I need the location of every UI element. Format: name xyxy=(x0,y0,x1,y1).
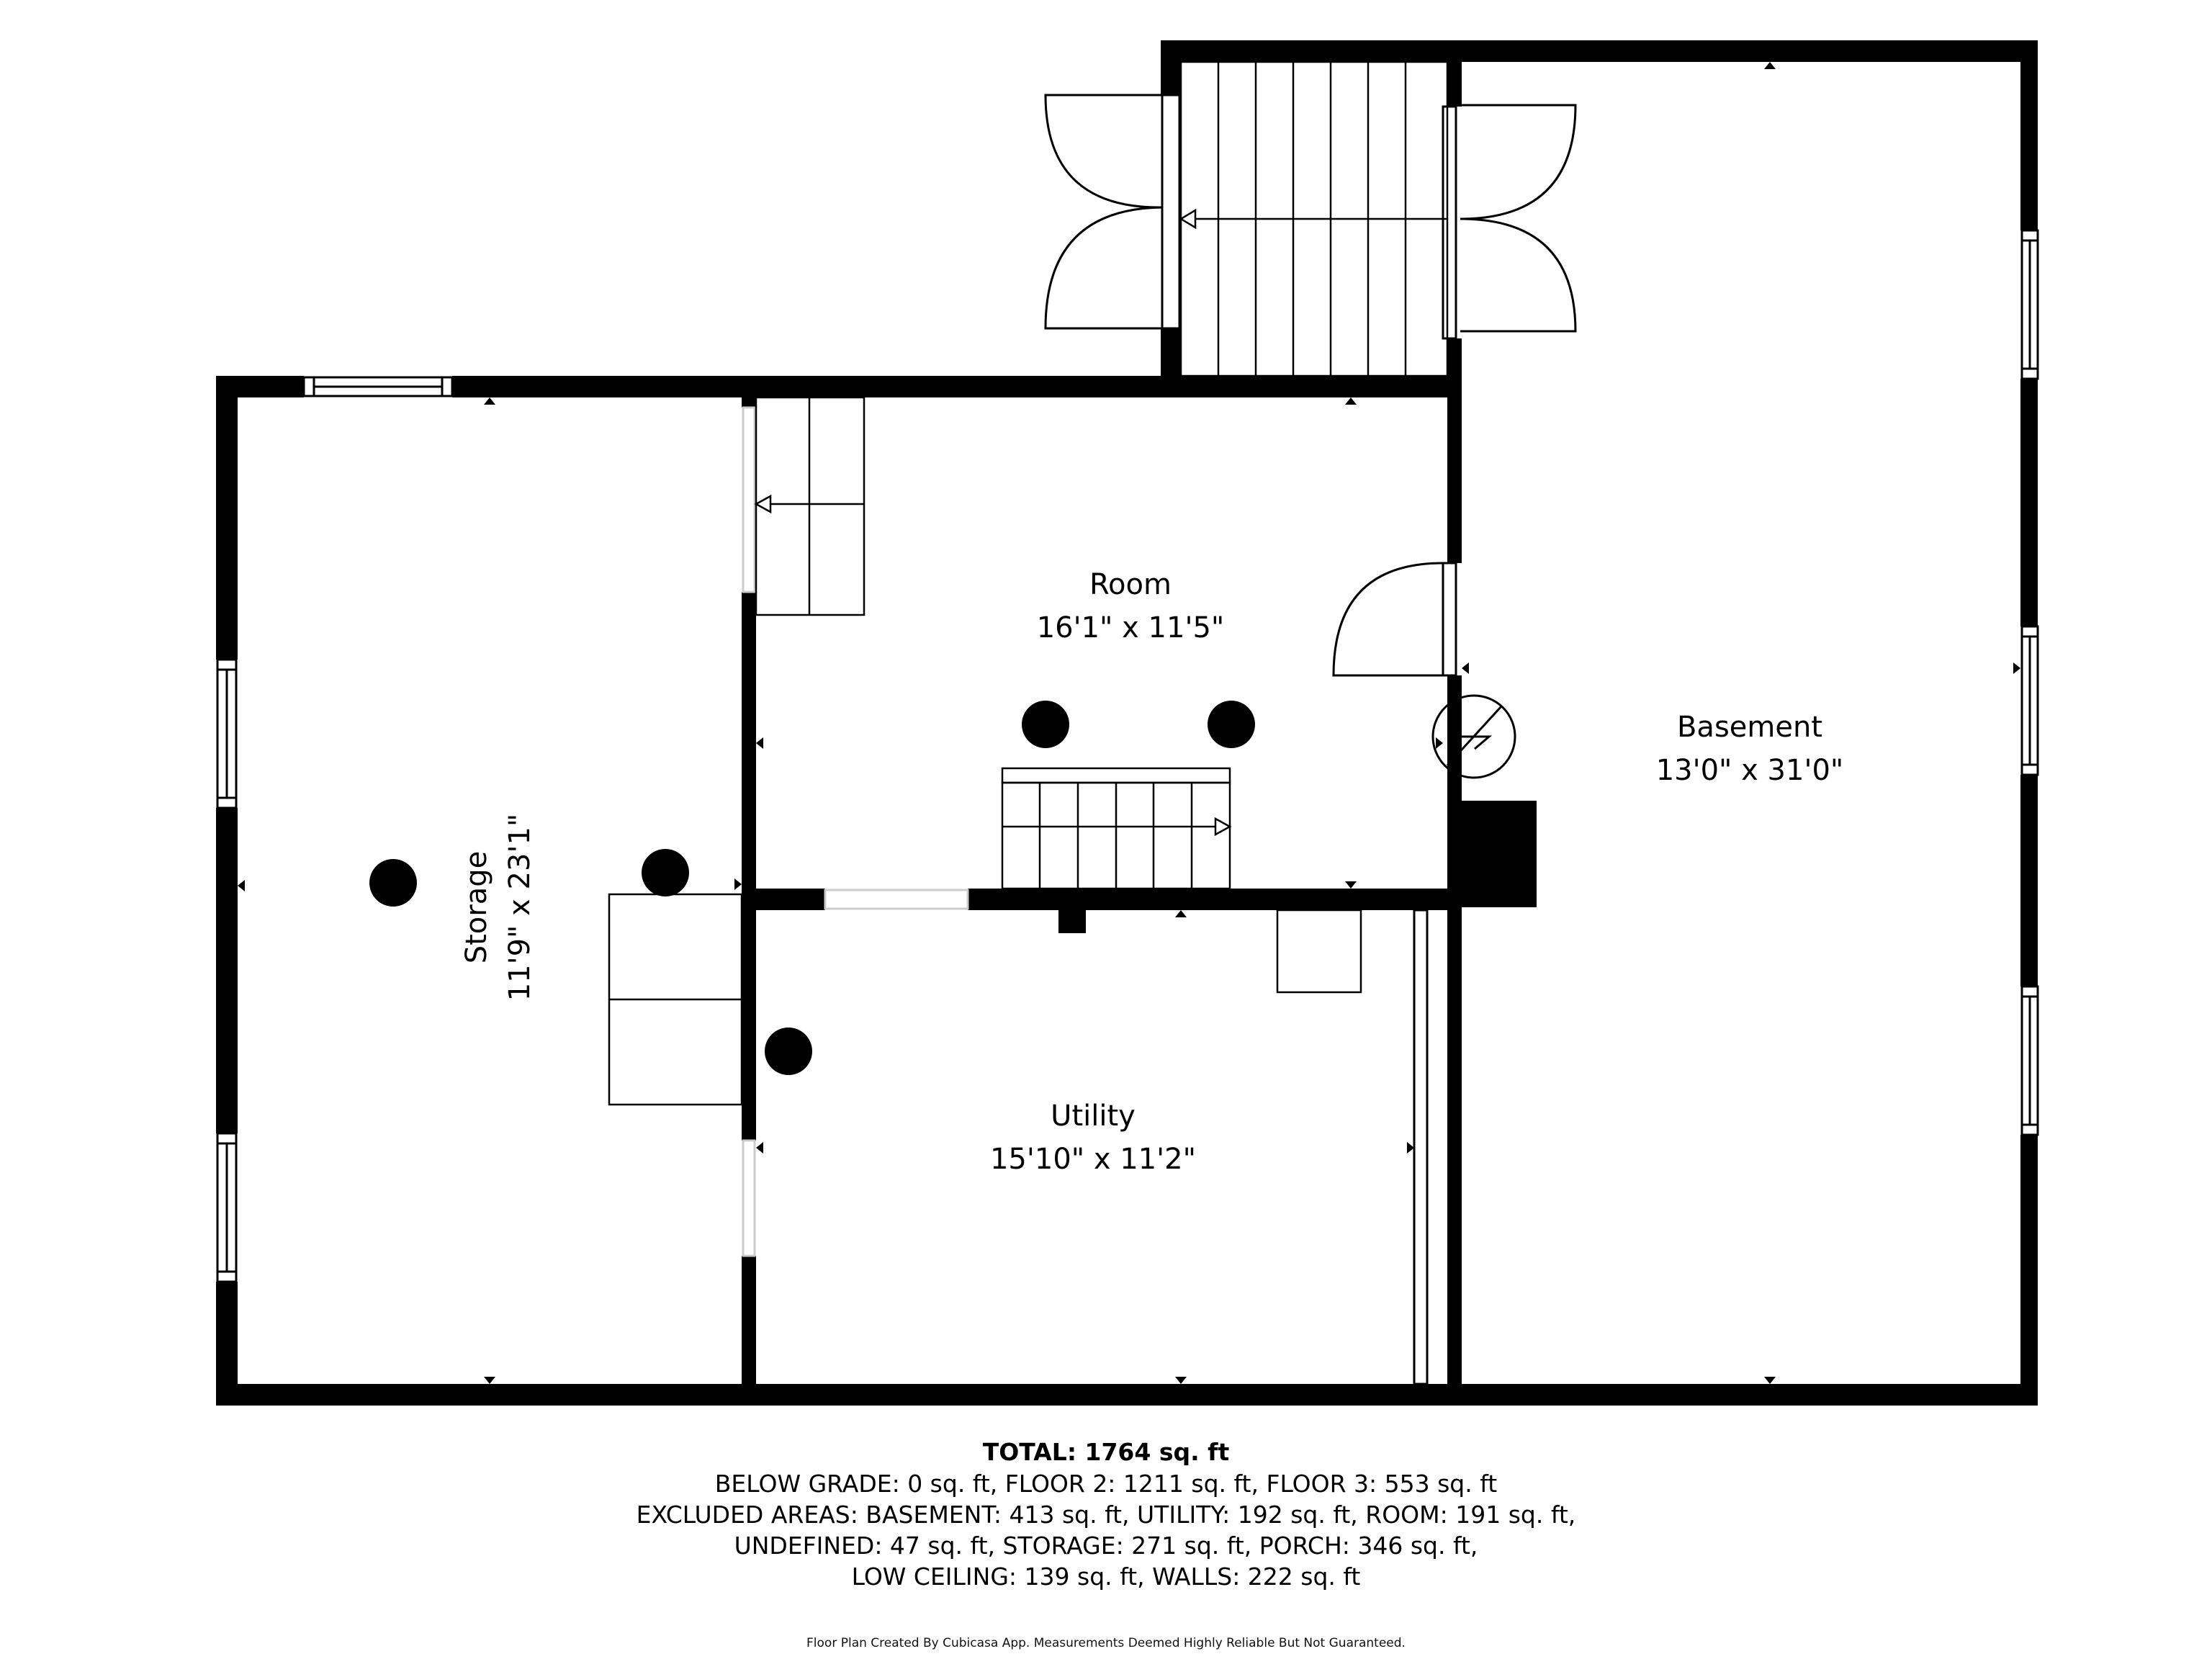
room-label-basement: Basement 13'0" x 31'0" xyxy=(1656,706,1844,792)
credit-note: Floor Plan Created By Cubicasa App. Meas… xyxy=(806,1636,1406,1650)
summary-line: UNDEFINED: 47 sq. ft, STORAGE: 271 sq. f… xyxy=(734,1532,1478,1560)
column-icon xyxy=(1022,701,1069,748)
windows xyxy=(216,229,2039,1283)
room-name: Room xyxy=(1089,568,1172,601)
room-label-storage: Storage 11'9" x 23'1" xyxy=(455,814,541,1002)
window-top-storage xyxy=(302,376,454,397)
small-staircase xyxy=(754,396,866,616)
window-right-2 xyxy=(2020,625,2039,776)
room-name: Utility xyxy=(1051,1100,1136,1133)
window-right-3 xyxy=(2020,985,2039,1136)
total-area: TOTAL: 1764 sq. ft xyxy=(982,1438,1230,1466)
window-right-1 xyxy=(2020,229,2039,380)
window-left-lower xyxy=(216,1132,238,1283)
column-icon xyxy=(369,859,417,907)
dimension-markers xyxy=(238,62,2020,1384)
utility-fixture xyxy=(1276,909,1362,994)
window-left-upper xyxy=(216,658,238,809)
double-door-left xyxy=(1044,94,1163,330)
summary-line: EXCLUDED AREAS: BASEMENT: 413 sq. ft, UT… xyxy=(636,1501,1576,1529)
summary-line: LOW CEILING: 139 sq. ft, WALLS: 222 sq. … xyxy=(851,1563,1361,1591)
room-dimensions: 15'10" x 11'2" xyxy=(989,1143,1197,1176)
door-panels xyxy=(742,94,1457,1385)
storage-shelf xyxy=(608,893,743,1106)
column-icon xyxy=(1208,701,1255,748)
double-door-right xyxy=(1460,104,1577,333)
door-swings xyxy=(1044,94,1577,677)
room-name: Basement xyxy=(1676,711,1822,744)
column-icon xyxy=(765,1028,812,1075)
summary-line: BELOW GRADE: 0 sq. ft, FLOOR 2: 1211 sq.… xyxy=(714,1470,1498,1498)
room-dimensions: 11'9" x 23'1" xyxy=(503,813,536,1002)
area-summary: TOTAL: 1764 sq. ft BELOW GRADE: 0 sq. ft… xyxy=(0,1437,2212,1592)
room-label-room: Room 16'1" x 11'5" xyxy=(1037,563,1225,649)
room-dimensions: 13'0" x 31'0" xyxy=(1655,754,1844,787)
room-name: Storage xyxy=(460,850,493,964)
center-staircase xyxy=(1001,767,1232,890)
room-dimensions: 16'1" x 11'5" xyxy=(1036,611,1225,644)
walls xyxy=(216,40,2038,1406)
electrical-panel-icon xyxy=(1431,694,1516,779)
room-door xyxy=(1332,562,1444,677)
room-label-utility: Utility 15'10" x 11'2" xyxy=(990,1094,1196,1181)
support-columns xyxy=(369,701,1255,1075)
main-staircase xyxy=(1179,60,1449,377)
column-icon xyxy=(642,849,689,896)
fixtures xyxy=(608,893,1362,1106)
